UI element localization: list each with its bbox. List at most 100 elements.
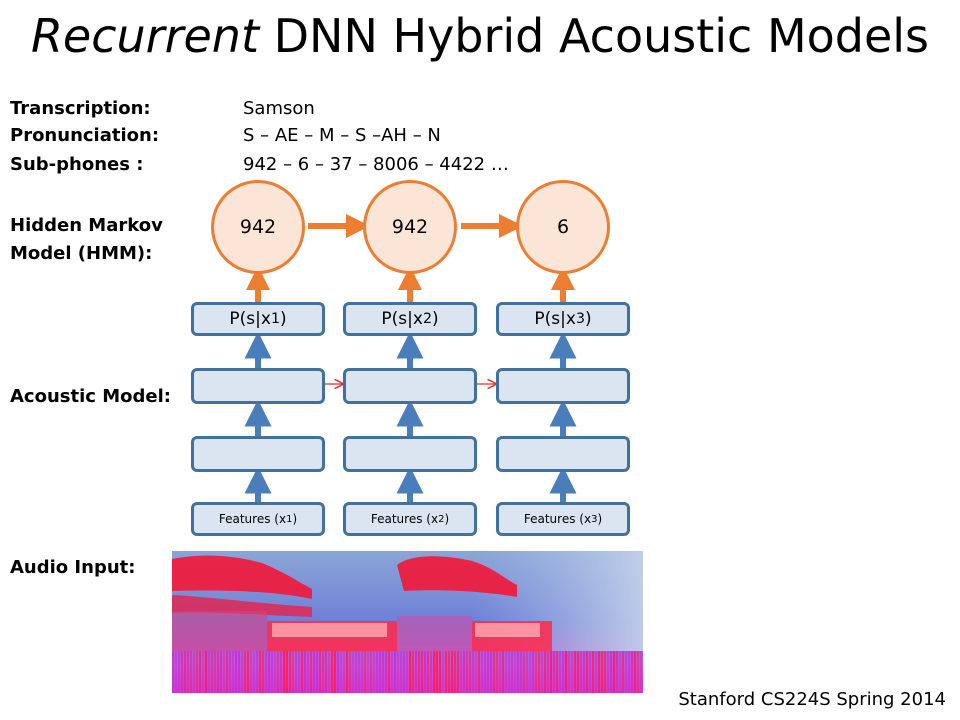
spectrogram-stripe: [301, 651, 303, 693]
spectrogram-stripe: [343, 651, 345, 693]
spectrogram-image: [172, 551, 643, 693]
spectrogram-stripe: [241, 651, 243, 693]
spectrogram-stripe: [469, 651, 471, 693]
spectrogram-stripe: [382, 651, 384, 693]
spectrogram-stripe: [508, 651, 510, 693]
spectrogram-stripe: [367, 651, 369, 693]
spectrogram-stripe: [232, 651, 234, 693]
spectrogram-stripe: [223, 651, 225, 693]
transcription-value: Samson: [243, 98, 315, 119]
spectrogram-stripe: [346, 651, 348, 693]
spectrogram-stripe: [172, 651, 174, 693]
spectrogram-stripe: [361, 651, 363, 693]
spectrogram-stripe: [574, 651, 576, 693]
features-prefix: Features (x: [218, 512, 287, 526]
course-credit: Stanford CS224S Spring 2014: [678, 689, 946, 710]
spectrogram-stripe: [445, 651, 447, 693]
posterior-suffix: ): [584, 309, 592, 329]
features-suffix: ): [292, 512, 298, 526]
spectrogram-stripe: [460, 651, 462, 693]
spectrogram-stripe: [349, 651, 351, 693]
spectrogram-stripe: [181, 651, 183, 693]
spectrogram-stripe: [463, 651, 465, 693]
spectrogram-stripe: [355, 651, 357, 693]
hmm-state-node: 6: [516, 180, 610, 274]
spectrogram-stripe: [466, 651, 468, 693]
spectrogram-stripe: [622, 651, 624, 693]
slide-title: Recurrent DNN Hybrid Acoustic Models: [0, 8, 960, 64]
spectrogram-stripe: [499, 651, 501, 693]
spectrogram-stripe: [205, 651, 207, 693]
spectrogram-stripe: [529, 651, 531, 693]
spectrogram-stripe: [472, 651, 474, 693]
spectrogram-stripe: [583, 651, 585, 693]
spectrogram-stripe: [496, 651, 498, 693]
spectrogram-stripe: [178, 651, 180, 693]
spectrogram-stripe: [412, 651, 414, 693]
title-rest: DNN Hybrid Acoustic Models: [273, 9, 930, 63]
spectrogram-stripe: [628, 651, 630, 693]
spectrogram-stripe: [337, 651, 339, 693]
spectrogram-stripe: [202, 651, 204, 693]
spectrogram-stripe: [268, 651, 270, 693]
spectrogram-stripe: [271, 651, 273, 693]
features-prefix: Features (x: [523, 512, 592, 526]
spectrogram-stripe: [316, 651, 318, 693]
spectrogram-stripe: [385, 651, 387, 693]
spectrogram-stripe: [595, 651, 597, 693]
spectrogram-stripe: [298, 651, 300, 693]
spectrogram-stripe: [220, 651, 222, 693]
spectrogram-stripe: [325, 651, 327, 693]
spectrogram-stripe: [601, 651, 603, 693]
spectrogram-stripe: [289, 651, 291, 693]
spectrogram-stripe: [421, 651, 423, 693]
spectrogram-stripe: [640, 651, 642, 693]
audio-input-label: Audio Input:: [10, 557, 136, 578]
spectrogram-stripe: [229, 651, 231, 693]
spectrogram-stripe: [589, 651, 591, 693]
spectrogram-stripe: [616, 651, 618, 693]
spectrogram-stripe: [409, 651, 411, 693]
spectrogram-stripe: [430, 651, 432, 693]
spectrogram-stripe: [394, 651, 396, 693]
spectrogram-stripe: [262, 651, 264, 693]
spectrogram-stripe: [304, 651, 306, 693]
features-subscript: 1: [286, 513, 293, 525]
spectrogram-stripe: [379, 651, 381, 693]
spectrogram-stripe: [328, 651, 330, 693]
spectrogram-stripe: [193, 651, 195, 693]
recurrent-hidden-layer-box: [496, 368, 630, 404]
posterior-prefix: P(s|x: [534, 309, 576, 329]
spectrogram-stripe: [415, 651, 417, 693]
spectrogram-stripe: [532, 651, 534, 693]
spectrogram-stripe: [376, 651, 378, 693]
posterior-suffix: ): [279, 309, 287, 329]
spectrogram-stripe: [478, 651, 480, 693]
subphones-label: Sub-phones :: [10, 154, 144, 175]
spectrogram-stripe: [406, 651, 408, 693]
spectrogram-stripe: [586, 651, 588, 693]
spectrogram-stripe: [436, 651, 438, 693]
spectrogram-stripe: [454, 651, 456, 693]
spectrogram-stripe: [565, 651, 567, 693]
spectrogram-stripe: [541, 651, 543, 693]
recurrent-hidden-layer-box: [191, 368, 325, 404]
spectrogram-stripe: [217, 651, 219, 693]
hmm-label-line1: Hidden Markov: [10, 215, 163, 236]
spectrogram-stripe: [613, 651, 615, 693]
spectrogram-stripe: [475, 651, 477, 693]
spectrogram-stripe: [358, 651, 360, 693]
spectrogram-stripe: [292, 651, 294, 693]
spectrogram-stripe: [607, 651, 609, 693]
spectrogram-stripe: [211, 651, 213, 693]
spectrogram-stripe: [310, 651, 312, 693]
spectrogram-stripe: [490, 651, 492, 693]
spectrogram-stripe: [403, 651, 405, 693]
spectrogram-stripe: [244, 651, 246, 693]
hidden-layer-box: [191, 436, 325, 472]
spectrogram-stripe: [631, 651, 633, 693]
